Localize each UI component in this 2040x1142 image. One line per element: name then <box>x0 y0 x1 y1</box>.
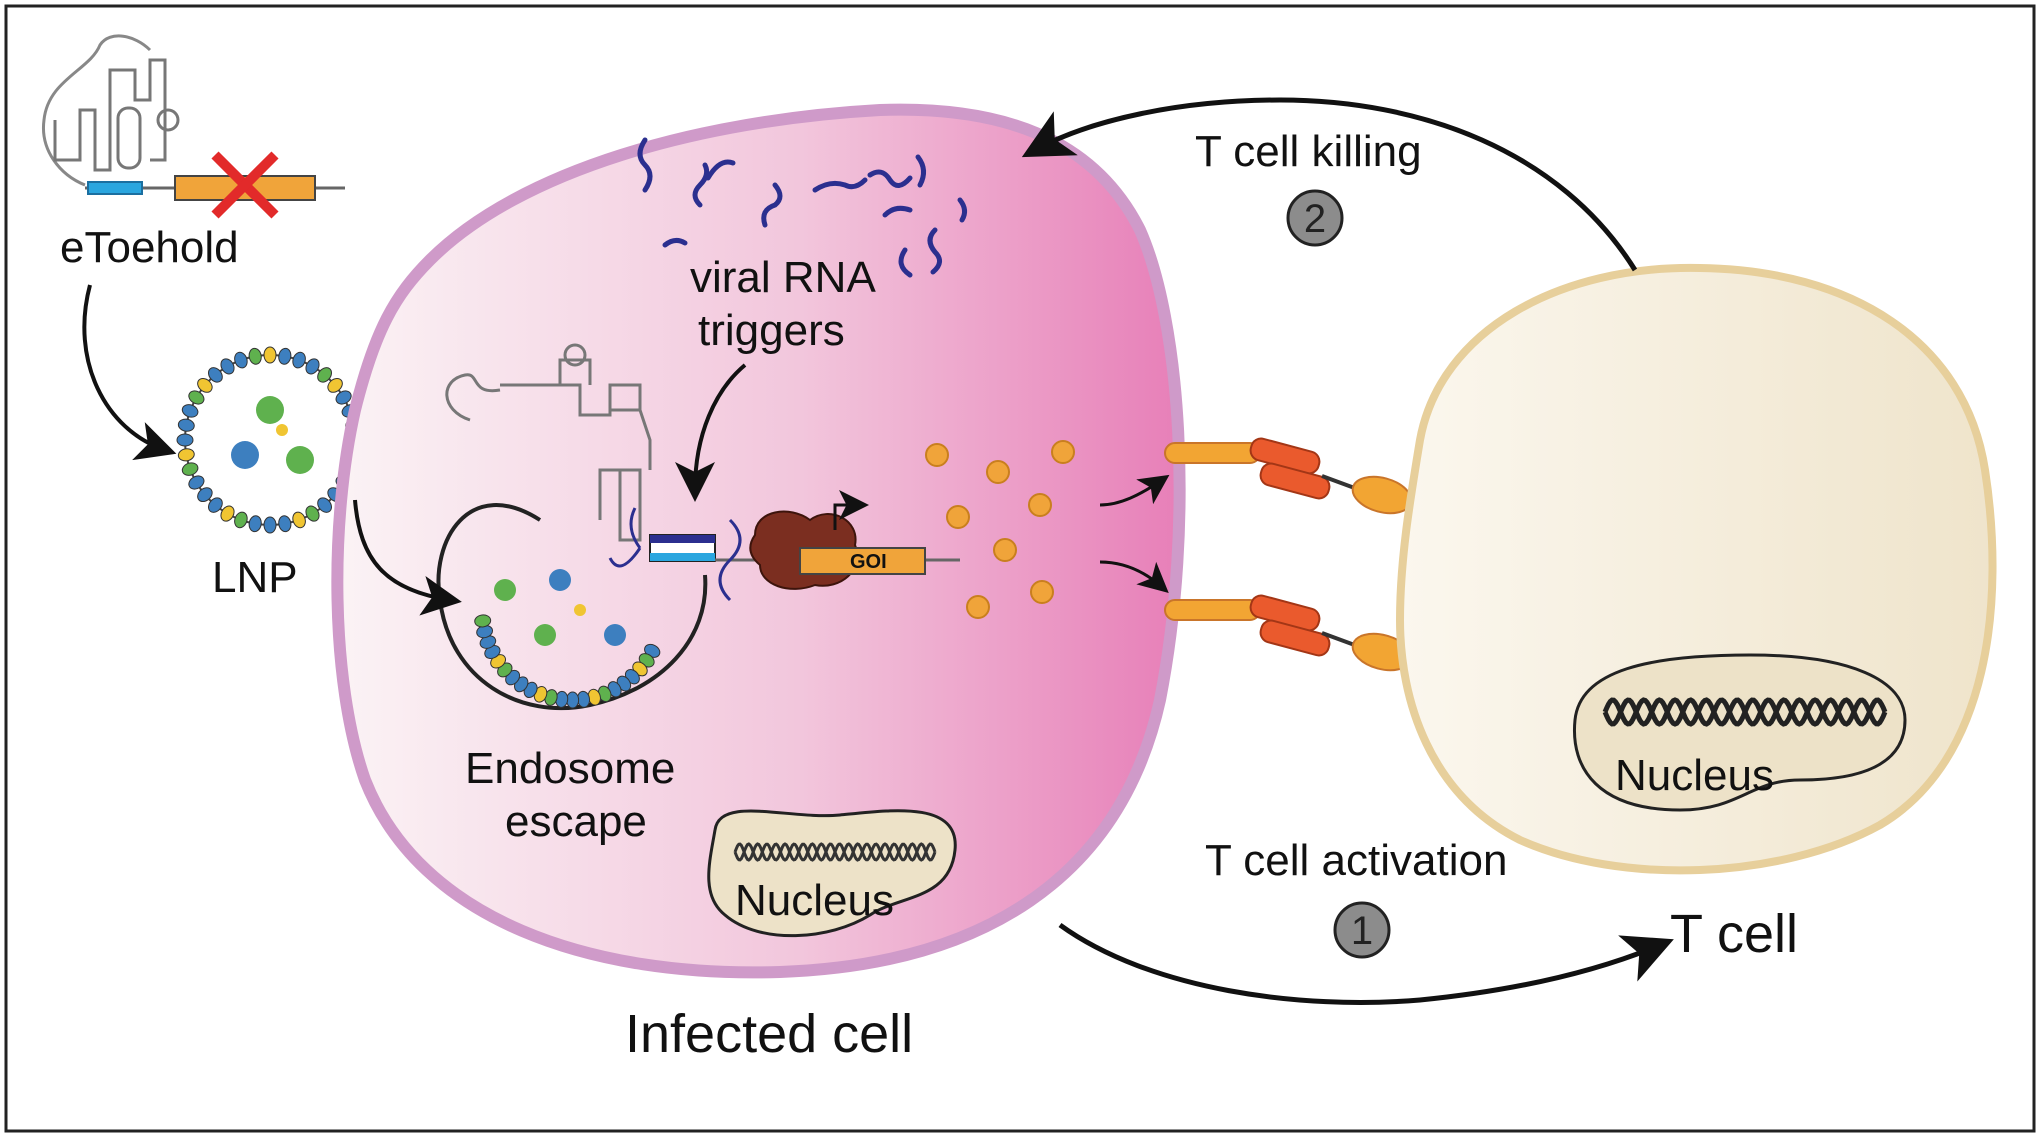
viral-rna-fragments <box>637 137 968 278</box>
t-cell-nucleus: Nucleus <box>1572 653 1907 812</box>
lnp-lipid-head <box>176 433 194 447</box>
viral-rna-label-line2: triggers <box>698 306 845 355</box>
translation-start-arrow <box>833 490 869 530</box>
arrow-t-cell-activation <box>1058 922 1674 1005</box>
infected-cell: viral RNA triggers GOI <box>331 103 1186 979</box>
lnp-lipid-head <box>327 378 343 393</box>
arrow-lnp-to-endosome <box>353 499 462 616</box>
toehold-switch-structure <box>445 343 652 542</box>
lnp-lipid-head <box>220 358 235 375</box>
lnp-lipid-head <box>188 390 205 405</box>
trigger-strand-tail <box>718 518 742 602</box>
arrow-secretion-bottom <box>1099 560 1169 593</box>
lnp-lipid-head <box>177 448 195 462</box>
lnp-lipid-head <box>197 487 213 502</box>
lnp-lipid-head <box>248 347 262 365</box>
lnp-lipid-head <box>305 505 320 522</box>
t-cell: Nucleus <box>1395 263 1997 875</box>
lnp-lipid-head <box>177 418 195 432</box>
lnp-label: LNP <box>212 553 298 602</box>
lnp-lipid-head <box>220 505 235 522</box>
goi-label: GOI <box>850 551 887 573</box>
infected-nucleus-label: Nucleus <box>735 876 894 925</box>
lnp-lipid-head <box>181 404 199 418</box>
arrow-t-cell-killing <box>1021 97 1638 272</box>
lnp-lipid-head <box>317 367 332 383</box>
t-cell-label: T cell <box>1670 904 1798 964</box>
t-cell-nucleus-dna <box>1602 697 1888 727</box>
step-1-badge: 1 <box>1333 901 1391 959</box>
lnp-lipid-head <box>188 475 205 490</box>
lnp-lipid-head <box>208 497 223 513</box>
lnp-lipid-head <box>278 347 292 365</box>
etoehold-loop <box>116 106 142 170</box>
t-cell-nucleus-body <box>1572 653 1907 812</box>
lnp-lipid-head <box>208 367 223 383</box>
lnp-lipid-head <box>181 462 199 476</box>
endosome-label-line1: Endosome <box>465 744 675 793</box>
arrow-secretion-top <box>1099 474 1170 507</box>
etoehold-loop-2 <box>156 108 180 132</box>
t-cell-activation-label: T cell activation <box>1205 836 1507 885</box>
infected-cell-nucleus: Nucleus <box>707 809 957 938</box>
endosome-lipid-heads <box>474 614 661 709</box>
lnp-cargo <box>231 396 314 474</box>
lnp-lipid-head <box>278 515 292 533</box>
endosome-label-line2: escape <box>505 797 647 846</box>
lnp-lipid-head <box>234 511 248 529</box>
lnp-lipid-head <box>197 378 213 393</box>
etoehold-hairpin <box>53 58 167 172</box>
lnp-lipid-head <box>263 516 277 534</box>
lnp-shell <box>184 354 356 526</box>
infected-cell-label: Infected cell <box>625 1004 913 1064</box>
arrow-etoehold-to-lnp <box>82 284 177 461</box>
endosome-membrane <box>436 503 708 711</box>
lnp-lipid-head <box>263 346 277 364</box>
infected-nucleus-body <box>707 809 957 938</box>
lnp-particle: LNP <box>176 346 364 602</box>
goi-gene-bar <box>799 547 926 575</box>
step-2-number: 2 <box>1304 197 1326 241</box>
lnp-lipid-head <box>292 511 306 529</box>
arrow-trigger-binding <box>675 363 747 502</box>
step-1-number: 1 <box>1351 909 1373 953</box>
secreted-proteins <box>925 440 1075 619</box>
toehold-region <box>87 181 143 195</box>
infected-nucleus-dna <box>733 842 937 862</box>
etoehold-label: eToehold <box>60 223 239 272</box>
lnp-lipid-head <box>317 497 332 513</box>
endosome <box>436 503 708 711</box>
t-cell-killing-label: T cell killing <box>1195 127 1422 176</box>
lnp-lipid-head <box>234 351 248 369</box>
step-2-badge: 2 <box>1286 189 1344 247</box>
viral-rna-label-line1: viral RNA <box>690 253 876 302</box>
etoehold-construct: eToehold <box>42 34 345 272</box>
lnp-lipid-head <box>248 515 262 533</box>
endosome-cargo <box>494 569 626 646</box>
endosome-lipid-head <box>566 691 580 709</box>
blocked-cross-icon <box>211 151 279 219</box>
rna-trigger-duplex <box>608 507 716 568</box>
lnp-lipid-head <box>292 351 306 369</box>
endosome-lipid-head <box>474 614 492 628</box>
lnp-lipid-head <box>335 390 352 405</box>
t-cell-nucleus-label: Nucleus <box>1615 751 1774 800</box>
lnp-lipid-head <box>305 358 320 375</box>
